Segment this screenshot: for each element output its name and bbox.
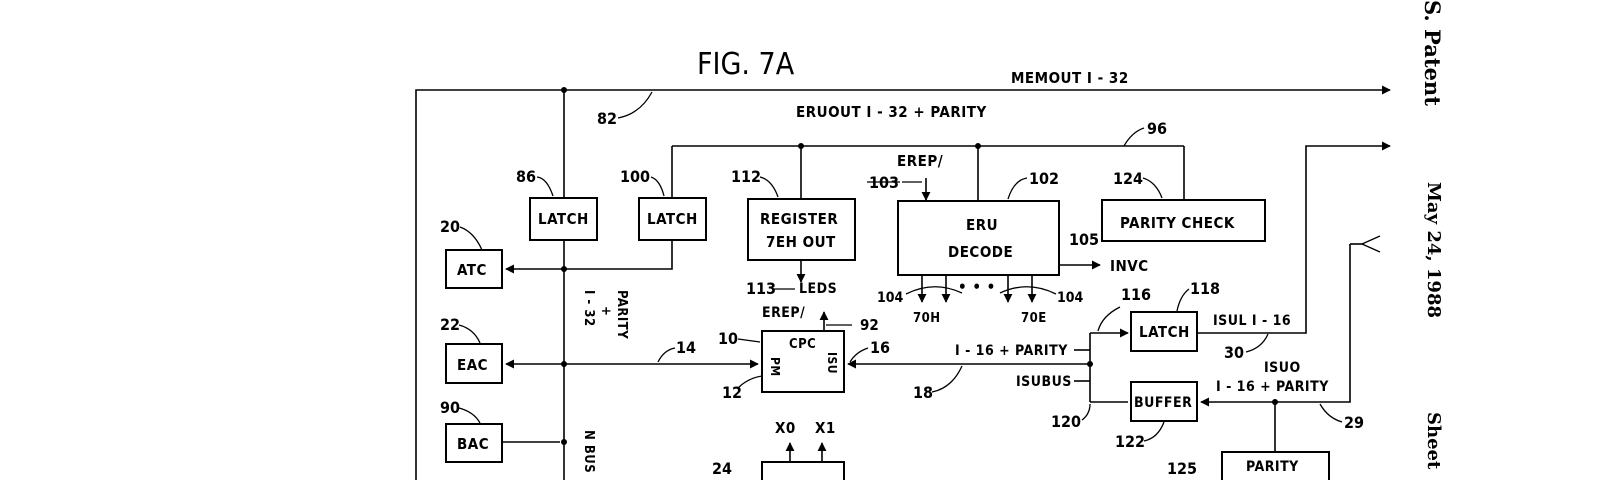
- ref-29: 29: [1344, 413, 1364, 432]
- erep-cpc-label: EREP/: [762, 305, 805, 321]
- ref-118: 118: [1190, 279, 1220, 298]
- memout-label: MEMOUT I - 32: [1011, 69, 1129, 87]
- cpc-label: CPC: [789, 337, 816, 352]
- eac-label: EAC: [457, 356, 488, 374]
- cpc-pm-label: PM: [768, 357, 782, 377]
- ref-12: 12: [722, 383, 742, 402]
- parity-label: PARITY: [1246, 459, 1299, 475]
- ref-120: 120: [1051, 412, 1081, 431]
- x0-label: X0: [775, 419, 796, 437]
- bus-1-32-label: I - 32: [581, 290, 596, 327]
- eruout-bus: [671, 143, 1185, 200]
- leds-label: LEDS: [799, 281, 837, 297]
- bac-label: BAC: [457, 435, 489, 453]
- sheet-label: Sheet: [1423, 412, 1444, 470]
- ref-96: 96: [1147, 119, 1167, 138]
- ref-22: 22: [440, 315, 460, 334]
- eac-block: [445, 343, 503, 384]
- ref-122: 122: [1115, 432, 1145, 451]
- ref-24: 24: [712, 459, 732, 478]
- figure-title: FIG. 7A: [697, 47, 795, 82]
- ref-10: 10: [718, 329, 738, 348]
- bus-plus-label: +: [598, 306, 613, 316]
- bac-block: [445, 423, 503, 463]
- eru-label: ERU: [966, 216, 998, 234]
- register-sublabel: 7EH OUT: [766, 233, 836, 251]
- latch-86-label: LATCH: [538, 210, 589, 228]
- ref-105: 105: [1069, 230, 1099, 249]
- cpc-isu-label: ISU: [825, 352, 839, 374]
- atc-block: [445, 249, 503, 289]
- ref-125: 125: [1167, 459, 1197, 478]
- memout-bus: [415, 85, 1391, 480]
- latch-118-label: LATCH: [1139, 323, 1190, 341]
- latch-100-label: LATCH: [647, 210, 698, 228]
- nbus-label: N BUS: [581, 430, 596, 473]
- ref-104a: 104: [877, 290, 904, 306]
- ref-124: 124: [1113, 169, 1143, 188]
- eruout-label: ERUOUT I - 32 + PARITY: [796, 103, 987, 121]
- reference-numerals: 82 96 86 100 112 103 102 124 105 20 113 …: [440, 91, 1364, 478]
- latch-86-block: [529, 197, 598, 241]
- decode-outputs: [905, 275, 1057, 303]
- erep-top-label: EREP/: [897, 152, 943, 170]
- parity-check-label: PARITY CHECK: [1120, 214, 1235, 232]
- ref-113: 113: [746, 279, 776, 298]
- buffer-block: [1130, 381, 1198, 422]
- ref-14: 14: [676, 338, 696, 357]
- ref-20: 20: [440, 217, 460, 236]
- buffer-label: BUFFER: [1134, 395, 1192, 411]
- decode-dots: • • •: [958, 278, 996, 296]
- latch-118-block: [1130, 311, 1198, 352]
- cpc-block: [761, 330, 845, 393]
- ref-90: 90: [440, 398, 460, 417]
- isuo-label: ISUO: [1264, 360, 1301, 376]
- patent-header: S. Patent: [1420, 0, 1445, 106]
- ref-102: 102: [1029, 169, 1059, 188]
- register-label: REGISTER: [760, 210, 838, 228]
- isul-label: ISUL I - 16: [1213, 313, 1291, 329]
- ref-18: 18: [913, 383, 933, 402]
- ref-16: 16: [870, 338, 890, 357]
- parity-block: [1221, 451, 1330, 480]
- ref-100: 100: [620, 167, 650, 186]
- eru-sublabel: DECODE: [948, 243, 1013, 261]
- decode-70h: 70H: [913, 311, 941, 326]
- decode-70e: 70E: [1021, 311, 1047, 326]
- ref-104b: 104: [1057, 290, 1084, 306]
- left-data-bus: [561, 87, 567, 480]
- parity-check-block: [1101, 199, 1266, 242]
- invc-label: INVC: [1110, 257, 1149, 275]
- ref-116: 116: [1121, 285, 1151, 304]
- ref-112: 112: [731, 167, 761, 186]
- ref-30: 30: [1224, 343, 1244, 362]
- x1-label: X1: [815, 419, 836, 437]
- isu-bus-label: I - 16 + PARITY: [955, 343, 1068, 359]
- isuo-sublabel: I - 16 + PARITY: [1216, 379, 1329, 395]
- bottom-block: [761, 461, 845, 480]
- bus-parity-label: PARITY: [614, 290, 629, 339]
- patent-date: May 24, 1988: [1423, 182, 1444, 318]
- isubus-label: ISUBUS: [1016, 374, 1072, 390]
- ref-86: 86: [516, 167, 536, 186]
- ref-82: 82: [597, 109, 617, 128]
- atc-label: ATC: [457, 261, 487, 279]
- eru-decode-block: [897, 200, 1060, 276]
- ref-92: 92: [860, 316, 879, 334]
